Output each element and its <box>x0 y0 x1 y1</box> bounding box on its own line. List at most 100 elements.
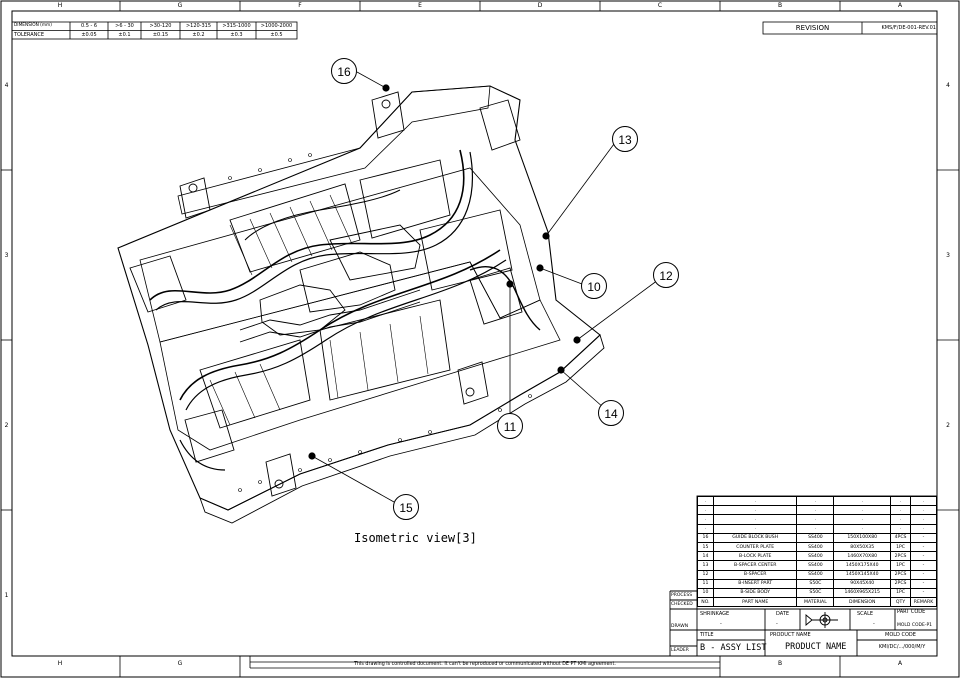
scale-label: SCALE <box>857 611 874 617</box>
process-label: PROCESS <box>671 593 693 598</box>
shrinkage-value: - <box>720 621 722 627</box>
zone-top-g: G <box>177 2 183 9</box>
revision-label: REVISION <box>795 24 830 32</box>
zone-top-a: A <box>897 2 903 9</box>
zone-left-4: 4 <box>4 82 9 89</box>
parts-list-cell: . <box>910 523 937 534</box>
footer-note: This drawing is controlled document. It … <box>354 662 616 667</box>
parts-list-cell: 1460X70X80 <box>833 551 892 562</box>
parts-list-cell: . <box>697 495 714 507</box>
parts-list-cell: . <box>833 514 892 525</box>
parts-list-cell: . <box>910 505 937 516</box>
title-label: TITLE <box>700 632 714 638</box>
parts-list-cell: . <box>712 514 798 525</box>
parts-list-cell: . <box>796 505 835 516</box>
part-code-value: MOLD CODE-P1 <box>897 623 933 628</box>
parts-list-cell: . <box>890 514 911 525</box>
balloon-10: 10 <box>581 273 607 299</box>
parts-list-cell: . <box>697 505 714 516</box>
parts-list-row: ...... <box>697 514 937 525</box>
parts-list-cell: SS400 <box>796 532 835 543</box>
parts-list-cell: S50C <box>796 578 835 589</box>
parts-list-cell: . <box>890 495 911 507</box>
mold-code-label: MOLD CODE <box>885 632 916 638</box>
balloon-14: 14 <box>598 400 624 426</box>
parts-list-cell: . <box>697 514 714 525</box>
zone-bottom-g: G <box>177 660 183 667</box>
parts-list-cell: . <box>796 514 835 525</box>
parts-list-cell: B-SPACER CENTER <box>712 560 798 571</box>
parts-list-cell: 1PC <box>890 587 911 599</box>
parts-list-cell: SS400 <box>796 551 835 562</box>
parts-list-row: ...... <box>697 495 937 507</box>
zone-bottom-b: B <box>777 660 783 667</box>
parts-list-cell: - <box>910 551 937 562</box>
zone-bottom-h: H <box>57 660 63 667</box>
parts-list-cell: . <box>833 505 892 516</box>
parts-list-cell: . <box>712 505 798 516</box>
zone-top-d: D <box>537 2 543 9</box>
balloon-13: 13 <box>612 126 638 152</box>
date-label: DATE <box>776 611 790 617</box>
parts-list-cell: SS400 <box>796 569 835 580</box>
parts-list-cell: . <box>890 505 911 516</box>
parts-list-cell: 10 <box>697 587 714 599</box>
shrinkage-label: SHRINKAGE <box>700 611 730 617</box>
isometric-drawing <box>117 85 605 524</box>
parts-list-cell: GUIDE BLOCK BUSH <box>712 532 798 543</box>
parts-list-header-cell: REMARK <box>910 597 937 608</box>
parts-list-cell: - <box>910 569 937 580</box>
parts-list-cell: . <box>796 523 835 534</box>
zone-top-h: H <box>57 2 63 9</box>
zone-right-4: 4 <box>946 82 950 89</box>
parts-list-cell: - <box>910 541 937 553</box>
revision-code: KMS/F/DE-001-REV.01 <box>881 25 936 31</box>
parts-list-cell: 150X100X80 <box>833 532 892 543</box>
tolerance-value-6: ±0.5 <box>270 31 283 38</box>
tolerance-value-4: ±0.2 <box>192 31 205 38</box>
parts-list-cell: 1PC <box>890 560 911 571</box>
parts-list-cell: . <box>712 523 798 534</box>
tolerance-value-2: ±0.1 <box>118 31 131 38</box>
balloon-12: 12 <box>653 262 679 288</box>
zone-top-e: E <box>418 2 422 9</box>
parts-list-cell: B-LOCK PLATE <box>712 551 798 562</box>
parts-list-row: ...... <box>697 505 937 516</box>
parts-list-cell: . <box>910 514 937 525</box>
tolerance-value-1: ±0.05 <box>81 31 97 38</box>
view-caption: Isometric view[3] <box>354 531 477 545</box>
product-name-value: PRODUCT NAME <box>785 642 847 652</box>
parts-list-cell: 1PC <box>890 541 911 553</box>
zone-left-1: 1 <box>4 592 9 599</box>
parts-list-cell: 1450X175X40 <box>833 560 892 571</box>
scale-value: - <box>873 621 875 627</box>
tolerance-header-range-3: >30-120 <box>149 23 172 29</box>
parts-list-cell: B-SPACER <box>712 569 798 580</box>
parts-list-cell: 13 <box>697 560 714 571</box>
part-code-label: PART CODE <box>897 609 926 615</box>
parts-list-cell: . <box>833 523 892 534</box>
parts-list-cell: . <box>890 523 911 534</box>
parts-list-cell: - <box>910 532 937 543</box>
parts-list-cell: - <box>910 578 937 589</box>
parts-list-header-cell: MATERIAL <box>796 597 835 608</box>
parts-list-cell: . <box>833 495 892 507</box>
parts-list-cell: 1460X965X215 <box>833 587 892 599</box>
parts-list-cell: 90X45X40 <box>833 578 892 589</box>
tolerance-header-range-2: >6 - 30 <box>115 23 134 29</box>
zone-right-2: 2 <box>946 422 950 429</box>
balloon-15: 15 <box>393 494 419 520</box>
title-value: B - ASSY LIST <box>700 643 767 653</box>
parts-list-header-cell: PART NAME <box>712 597 798 608</box>
parts-list-cell: . <box>712 495 798 507</box>
balloon-11: 11 <box>497 413 523 439</box>
